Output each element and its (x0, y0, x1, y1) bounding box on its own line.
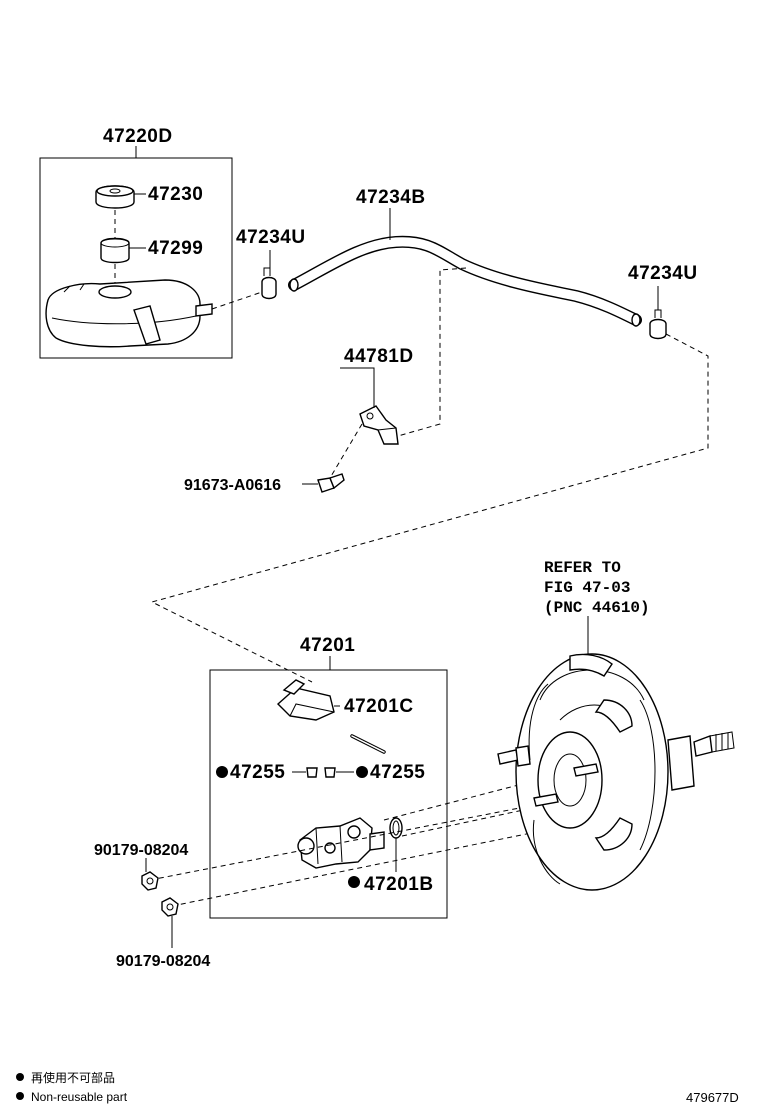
non-reusable-mark (356, 766, 368, 778)
label-reference-line1: REFER TO (544, 559, 621, 577)
reservoir-strainer (100, 237, 130, 264)
grommet-left (306, 767, 318, 778)
master-cylinder-body (297, 817, 385, 869)
reservoir-tank (45, 279, 213, 348)
master-cylinder-assy-box (209, 669, 448, 919)
label-reference-line2: FIG 47-03 (544, 579, 630, 597)
reservoir-cap (95, 185, 135, 209)
label-nut-upper: 90179-08204 (94, 842, 188, 859)
figure-id: 479677D (686, 1090, 739, 1105)
label-clamp-left: 47234U (236, 227, 306, 248)
label-reservoir-assy: 47220D (103, 126, 173, 147)
bracket-bolt (317, 473, 345, 493)
label-bolt: 91673-A0616 (184, 477, 281, 494)
label-master-cylinder-assy: 47201 (300, 635, 355, 656)
master-cylinder-oring (389, 817, 403, 839)
reservoir-hose (288, 235, 642, 327)
label-nut-lower: 90179-08204 (116, 953, 210, 970)
grommet-right (324, 767, 336, 778)
nut-upper (141, 871, 159, 891)
nut-lower (161, 897, 179, 917)
label-clamp-right: 47234U (628, 263, 698, 284)
legend-mark-1 (16, 1073, 24, 1081)
label-cap: 47230 (148, 184, 203, 205)
label-grommet-left: 47255 (230, 762, 285, 783)
hose-clamp-right (649, 309, 667, 340)
reservoir-inlet-fitting (276, 679, 335, 721)
label-hose: 47234B (356, 187, 426, 208)
legend-text-ja: 再使用不可部品 (31, 1070, 115, 1085)
brake-booster (497, 653, 735, 891)
label-reference-line3: (PNC 44610) (544, 599, 650, 617)
label-inlet-kit: 47201C (344, 696, 414, 717)
label-bracket: 44781D (344, 346, 414, 367)
non-reusable-mark (348, 876, 360, 888)
label-strainer: 47299 (148, 238, 203, 259)
hose-clamp-left (261, 267, 277, 300)
non-reusable-mark (216, 766, 228, 778)
label-grommet-right: 47255 (370, 762, 425, 783)
legend-text-en: Non-reusable part (31, 1090, 128, 1104)
hose-bracket (359, 405, 399, 445)
label-oring-kit: 47201B (364, 874, 434, 895)
legend-mark-2 (16, 1092, 24, 1100)
